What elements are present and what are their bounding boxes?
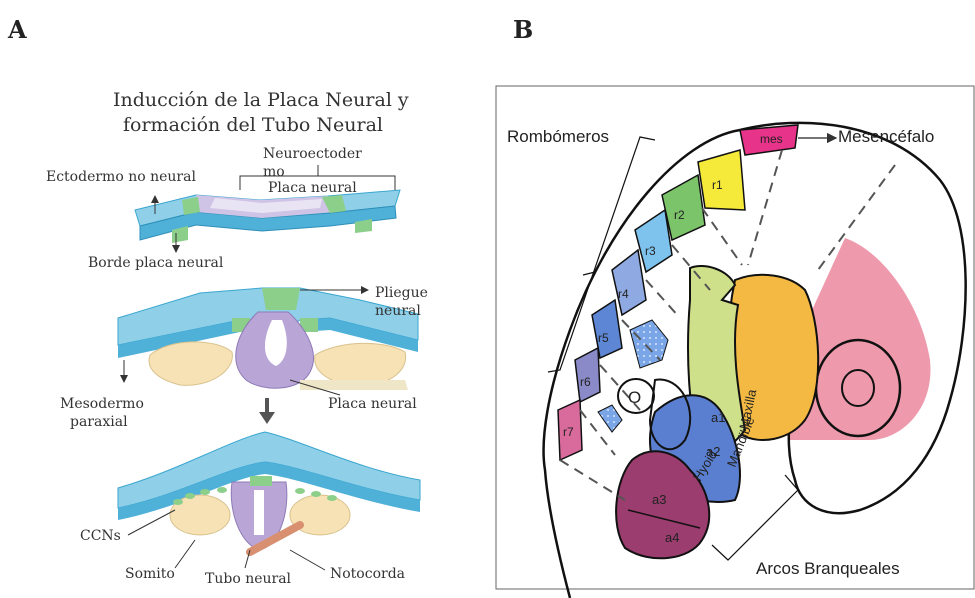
label-neuroectodermo-1: Neuroectoder [263,146,362,162]
label-a4: a4 [665,530,679,545]
label-pliegue-2: neural [375,303,421,319]
label-otic: O [628,388,641,407]
label-r3: r3 [645,244,656,258]
label-borde-placa-neural: Borde placa neural [88,255,224,271]
label-mesodermo-2: paraxial [70,414,128,430]
label-arcos-branqueales: Arcos Branqueales [756,559,900,578]
stage-3-neural-tube [118,432,420,552]
label-r2: r2 [674,208,685,222]
stage-1-neural-plate [135,190,400,243]
label-mesencefalo: Mesencéfalo [838,127,934,146]
stage-2-neural-fold [118,288,418,390]
panel-a-title-line1: Inducción de la Placa Neural y [113,89,409,111]
label-a1: a1 [711,410,725,425]
label-tubo-neural: Tubo neural [205,571,292,587]
label-placa-neural-top: Placa neural [268,180,357,196]
label-ccns: CCNs [80,528,121,544]
label-neuroectodermo-2: mo [263,164,285,180]
panel-a-letter: A [7,15,27,44]
label-notocorda: Notocorda [330,566,405,582]
panel-a: A Inducción de la Placa Neural y formaci… [7,15,428,587]
label-r1: r1 [712,178,723,192]
label-r7: r7 [563,425,574,439]
label-somito: Somito [125,566,175,582]
label-r6: r6 [580,375,591,389]
label-a3: a3 [652,492,666,507]
panel-b-letter: B [513,15,533,44]
panel-b: B [496,15,974,598]
label-placa-neural-mid: Placa neural [328,396,417,412]
label-mesodermo-1: Mesodermo [60,396,144,412]
label-r5: r5 [598,331,609,345]
label-rombomeros: Rombómeros [507,127,609,146]
panel-a-title-line2: formación del Tubo Neural [123,114,383,136]
label-mes: mes [760,132,783,146]
label-r4: r4 [618,287,629,301]
label-ectodermo-no-neural: Ectodermo no neural [46,169,196,185]
label-pliegue-1: Pliegue [375,285,428,301]
